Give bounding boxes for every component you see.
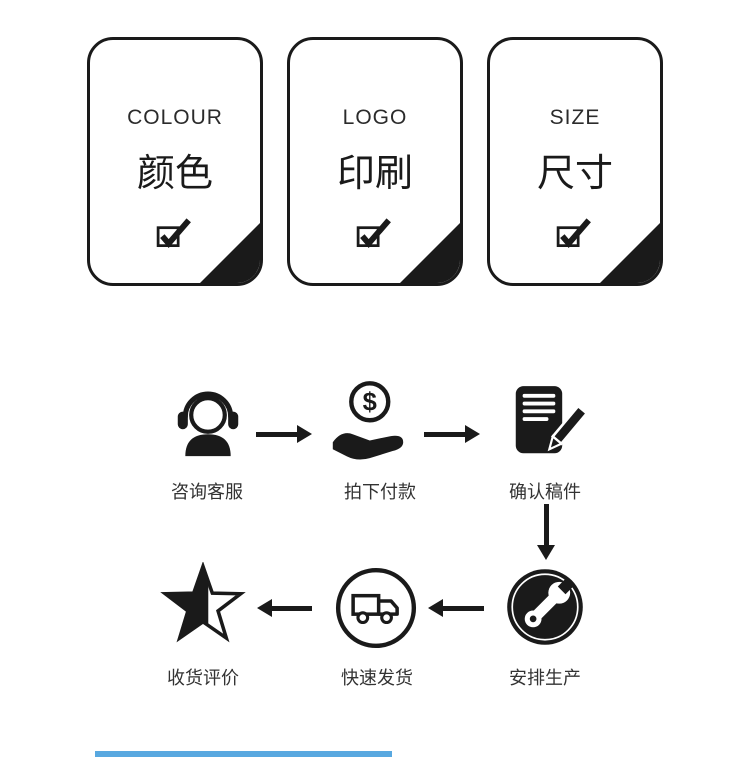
partial-blue-banner — [95, 751, 392, 757]
flow-step-label: 确认稿件 — [509, 482, 581, 502]
card-title-en: COLOUR — [127, 106, 223, 129]
flow-step-label: 收货评价 — [167, 668, 239, 688]
document-confirm-icon — [502, 381, 588, 467]
flow-step-label: 安排生产 — [509, 668, 581, 688]
flow-arrow-left-1 — [257, 596, 312, 620]
customer-service-icon — [166, 378, 250, 462]
star-icon — [159, 562, 247, 650]
flow-arrow-left-2 — [428, 596, 484, 620]
wrench-icon — [503, 565, 587, 649]
card-title-zh: 印刷 — [336, 153, 413, 195]
flow-step-label: 快速发货 — [341, 668, 413, 688]
flow-arrow-right-2 — [424, 422, 480, 446]
flow-step-label: 拍下付款 — [344, 482, 416, 502]
checked-checkbox-icon — [356, 217, 394, 250]
option-card-logo: LOGO 印刷 — [287, 37, 463, 286]
process-flow-section: $ 咨询客服 拍下付款 — [0, 286, 750, 755]
checked-checkbox-icon — [556, 217, 594, 250]
flow-arrow-down — [534, 504, 558, 560]
feature-cards-section: COLOUR 颜色 LOGO 印刷 SIZE 尺寸 — [0, 0, 750, 286]
card-title-en: SIZE — [549, 106, 601, 129]
card-title-zh: 颜色 — [136, 153, 213, 195]
flow-arrow-right-1 — [256, 422, 312, 446]
card-title-en: LOGO — [342, 106, 408, 129]
option-card-size: SIZE 尺寸 — [487, 37, 663, 286]
dollar-symbol: $ — [363, 389, 377, 417]
truck-icon — [332, 564, 420, 652]
folded-corner — [198, 221, 260, 283]
card-title-zh: 尺寸 — [536, 153, 613, 195]
payment-icon: $ — [324, 378, 412, 466]
option-card-colour: COLOUR 颜色 — [87, 37, 263, 286]
checked-checkbox-icon — [156, 217, 194, 250]
flow-step-label: 咨询客服 — [171, 482, 243, 502]
folded-corner — [598, 221, 660, 283]
folded-corner — [398, 221, 460, 283]
